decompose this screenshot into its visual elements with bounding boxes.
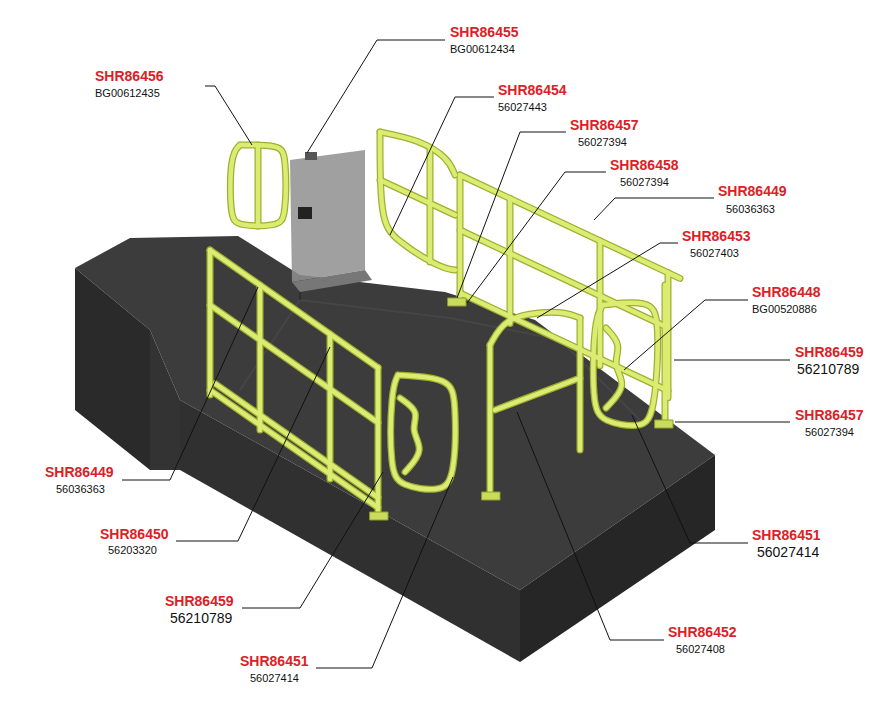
rail-tube bbox=[460, 175, 680, 278]
rail-tube bbox=[376, 368, 381, 513]
order-number: 56027394 bbox=[578, 136, 627, 149]
rail-outline bbox=[577, 318, 584, 450]
part-number: SHR86457 bbox=[570, 117, 639, 133]
rail-tube bbox=[428, 150, 433, 262]
order-number: 56027414 bbox=[757, 544, 819, 560]
order-number: 56027443 bbox=[498, 101, 547, 114]
rail-tube bbox=[663, 285, 668, 420]
part-number: SHR86458 bbox=[610, 157, 679, 173]
rail-outline bbox=[487, 345, 494, 495]
part-number: SHR86450 bbox=[100, 526, 169, 542]
rail-outline bbox=[380, 132, 455, 175]
rail-outline bbox=[507, 199, 514, 324]
base-plate bbox=[448, 298, 466, 306]
order-number: 56027408 bbox=[676, 643, 725, 656]
rail-outline bbox=[460, 175, 680, 278]
order-number: 56210789 bbox=[170, 610, 232, 626]
order-number: 56036363 bbox=[56, 483, 105, 496]
rail-tube bbox=[208, 250, 213, 395]
rail-tube bbox=[380, 180, 455, 215]
order-number: 56027414 bbox=[250, 672, 299, 685]
rail-outline bbox=[593, 303, 657, 426]
part-number: SHR86456 bbox=[95, 68, 164, 84]
order-number: BG00612434 bbox=[450, 43, 515, 56]
rail-tube bbox=[606, 328, 622, 408]
rail-outline bbox=[380, 132, 455, 270]
rail-tube bbox=[328, 334, 333, 479]
rail-outline bbox=[400, 398, 419, 472]
door-panel bbox=[290, 150, 372, 292]
rail-tube bbox=[490, 312, 580, 345]
leader-lines bbox=[122, 40, 790, 668]
base-plate bbox=[370, 512, 388, 520]
part-number: SHR86455 bbox=[450, 24, 519, 40]
order-number: 56027394 bbox=[805, 426, 854, 439]
part-number: SHR86451 bbox=[240, 653, 309, 669]
rail-tube bbox=[400, 398, 419, 472]
rail-tube bbox=[508, 199, 513, 324]
part-number: SHR86451 bbox=[752, 527, 821, 543]
base-plate bbox=[655, 420, 673, 428]
rail-tube bbox=[256, 145, 261, 226]
rail-tube bbox=[230, 145, 285, 226]
rail-outline bbox=[215, 384, 378, 498]
part-number: SHR86459 bbox=[795, 344, 864, 360]
rail-outline bbox=[380, 180, 455, 215]
rail-outline bbox=[457, 175, 464, 300]
rail-outline bbox=[255, 145, 262, 226]
part-number: SHR86449 bbox=[718, 183, 787, 199]
order-number: BG00612435 bbox=[95, 87, 160, 100]
rail-tube bbox=[391, 375, 455, 489]
rail-tube bbox=[380, 132, 455, 175]
part-number: SHR86448 bbox=[752, 284, 821, 300]
rail-outline bbox=[230, 145, 285, 226]
rail-outline bbox=[210, 250, 378, 368]
rail-tube bbox=[210, 390, 378, 508]
part-number: SHR86457 bbox=[795, 407, 864, 423]
part-number: SHR86459 bbox=[165, 593, 234, 609]
rail-tube bbox=[488, 345, 493, 495]
part-number: SHR86454 bbox=[498, 82, 567, 98]
rail-outline bbox=[207, 250, 214, 395]
order-number: 56036363 bbox=[726, 203, 775, 216]
part-number: SHR86449 bbox=[45, 464, 114, 480]
rail-outline bbox=[391, 375, 455, 489]
rail-tube bbox=[593, 303, 657, 426]
order-number: BG00520886 bbox=[752, 303, 817, 316]
order-number: 56027403 bbox=[690, 247, 739, 260]
order-number: 56203320 bbox=[108, 544, 157, 557]
rail-outline bbox=[327, 334, 334, 479]
rail-tube bbox=[215, 384, 378, 498]
rail-outline bbox=[375, 368, 382, 513]
order-number: 56210789 bbox=[797, 361, 859, 377]
rail-outline bbox=[495, 378, 580, 410]
rail-tube bbox=[458, 175, 463, 300]
handrails bbox=[210, 132, 680, 520]
rail-outline bbox=[606, 328, 622, 408]
part-number: SHR86452 bbox=[668, 624, 737, 640]
rail-tube bbox=[258, 285, 263, 430]
rail-tube bbox=[495, 378, 580, 410]
rail-outline bbox=[257, 285, 264, 430]
order-number: 56027394 bbox=[620, 176, 669, 189]
rail-tube bbox=[210, 250, 378, 368]
part-number: SHR86453 bbox=[682, 228, 751, 244]
rail-tube bbox=[380, 132, 455, 270]
base-plate bbox=[482, 492, 500, 500]
rail-tube bbox=[578, 318, 583, 450]
platform-base bbox=[75, 236, 715, 662]
